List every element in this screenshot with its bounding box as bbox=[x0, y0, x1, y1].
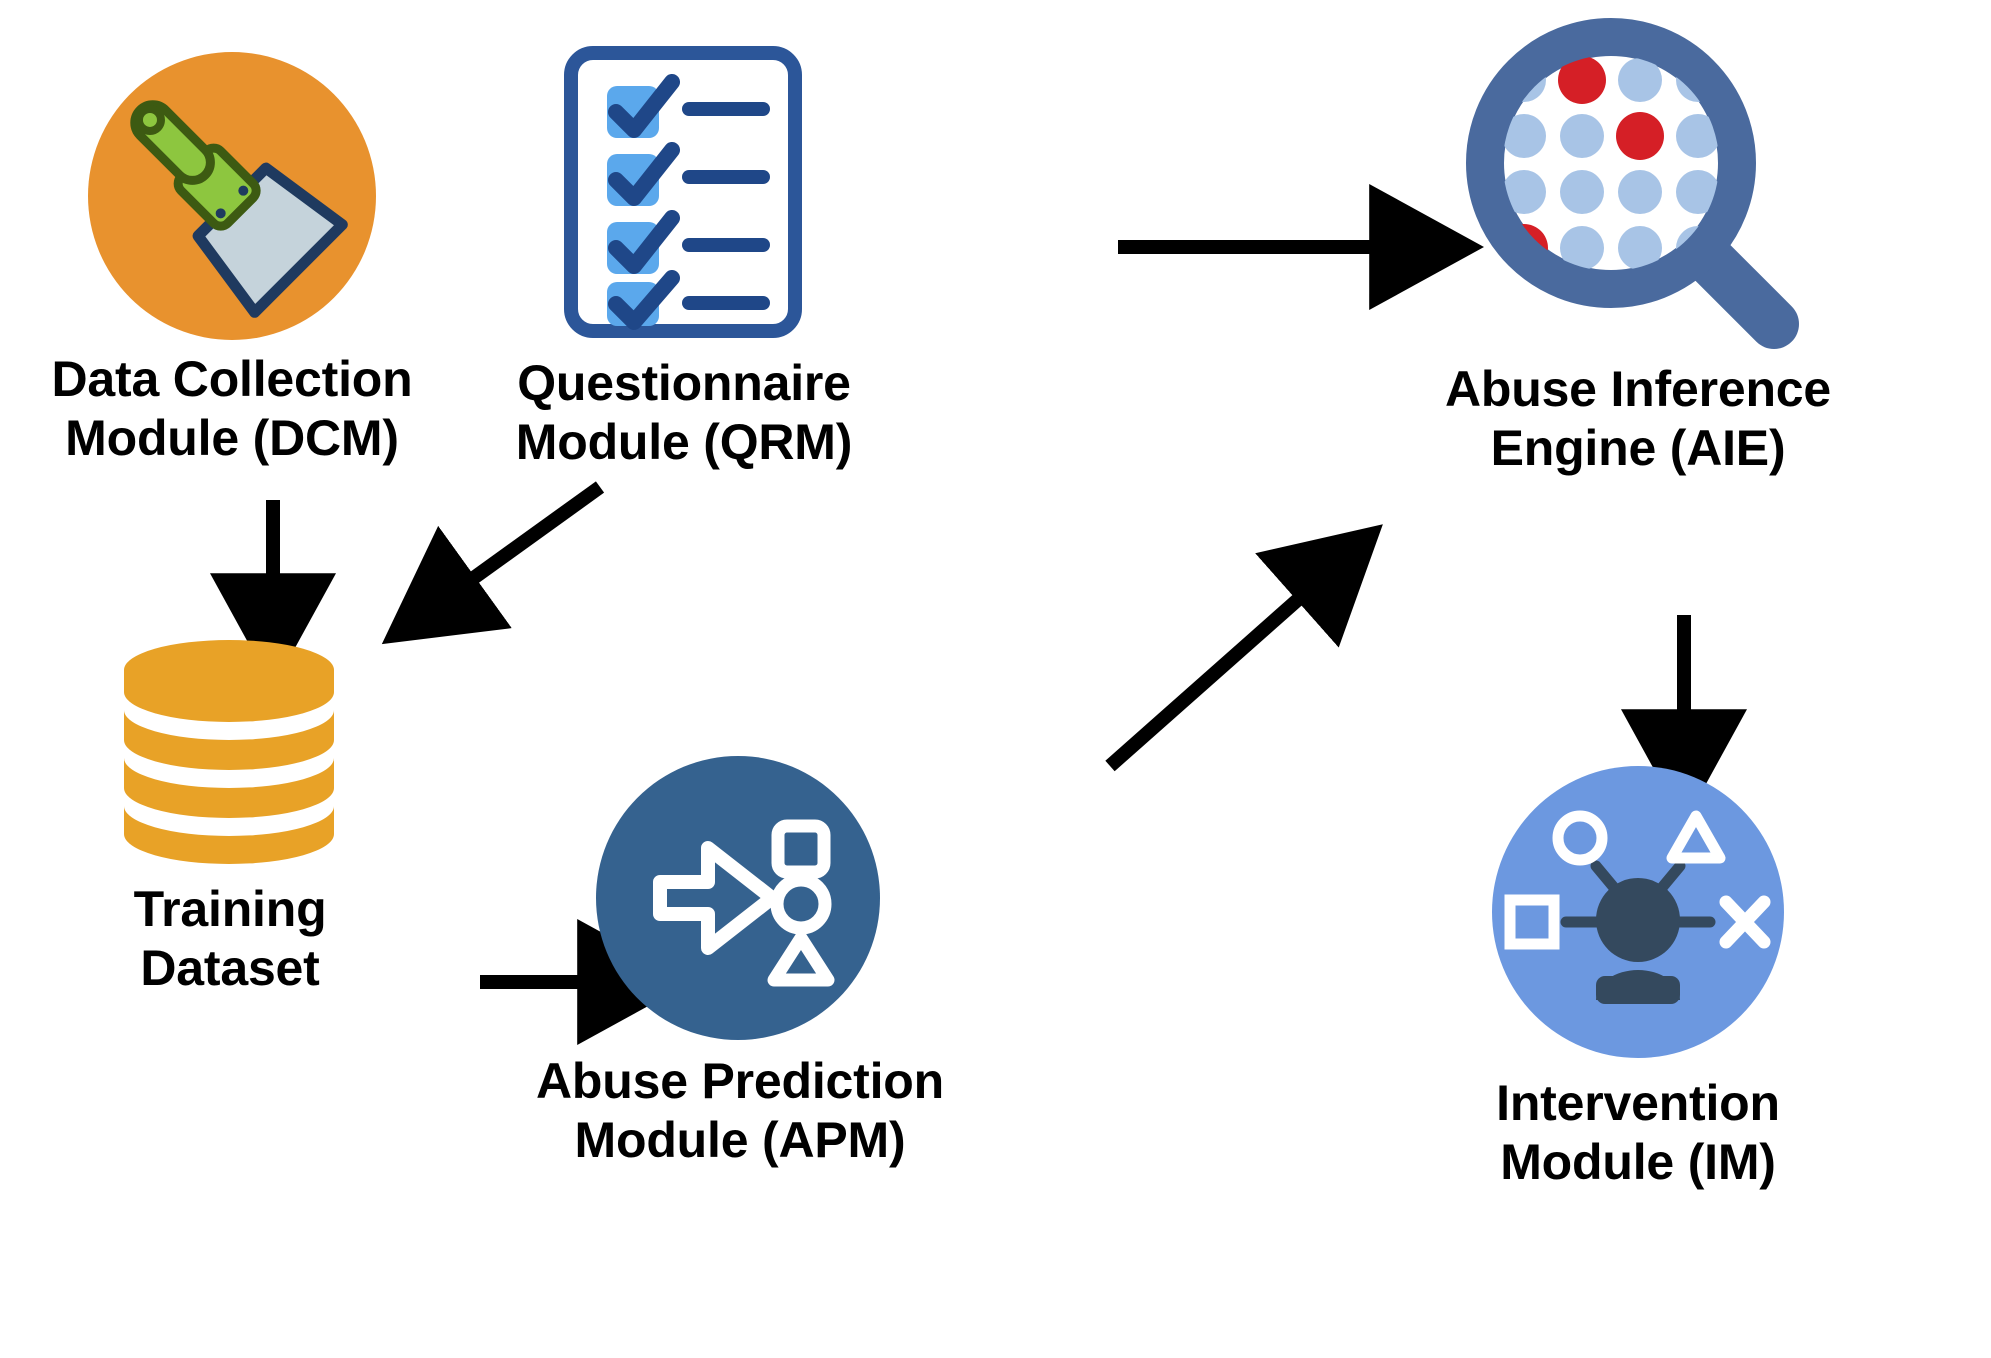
prediction-arrow-shapes-icon bbox=[596, 756, 880, 1040]
database-cylinder-icon bbox=[120, 640, 338, 872]
node-im-label: Intervention Module (IM) bbox=[1496, 1075, 1780, 1190]
arrow-apm-to-aie bbox=[1105, 524, 1383, 772]
node-qrm-label: Questionnaire Module (QRM) bbox=[515, 355, 853, 470]
checklist-clipboard-icon bbox=[560, 42, 806, 342]
node-aie[interactable]: Abuse Inference Engine (AIE) bbox=[1445, 18, 1831, 476]
node-training-dataset[interactable]: Training Dataset bbox=[120, 640, 338, 996]
node-qrm[interactable]: Questionnaire Module (QRM) bbox=[516, 42, 852, 470]
node-dcm-label: Data Collection Module (DCM) bbox=[51, 351, 413, 466]
node-dcm[interactable]: Data Collection Module (DCM) bbox=[52, 52, 413, 466]
node-aie-label: Abuse Inference Engine (AIE) bbox=[1444, 361, 1831, 476]
scraper-tool-circle-icon bbox=[88, 52, 376, 340]
node-im[interactable]: Intervention Module (IM) bbox=[1488, 762, 1788, 1190]
node-apm[interactable]: Abuse Prediction Module (APM) bbox=[536, 756, 944, 1168]
arrow-qrm-to-dataset bbox=[381, 481, 605, 645]
node-training-dataset-label: Training Dataset bbox=[133, 881, 327, 996]
magnifier-dot-grid-icon bbox=[1466, 18, 1799, 350]
node-apm-label: Abuse Prediction Module (APM) bbox=[536, 1053, 944, 1168]
person-network-icon bbox=[1488, 762, 1788, 1062]
